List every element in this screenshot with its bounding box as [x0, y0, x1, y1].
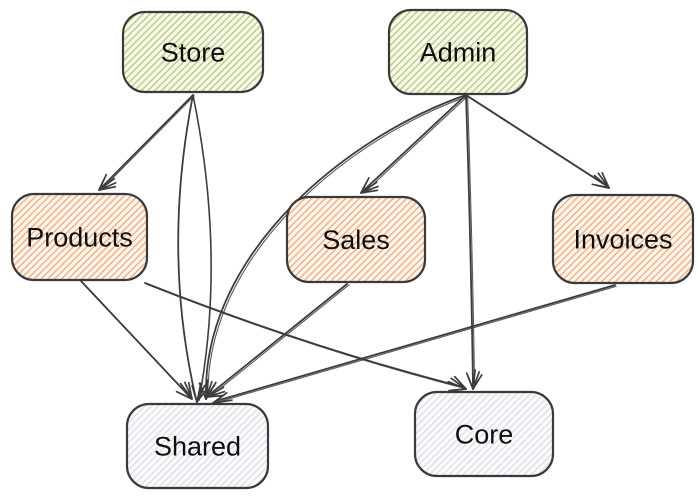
edge-store-products	[98, 94, 195, 191]
arrowhead-icon	[206, 381, 226, 398]
node-shared-label: Shared	[154, 432, 241, 462]
edge-store-shared	[177, 94, 212, 403]
node-products: Products	[10, 192, 149, 282]
edge-products-shared	[79, 279, 193, 400]
node-store-label: Store	[161, 38, 226, 68]
arrowhead-icon	[360, 176, 379, 194]
node-invoices-label: Invoices	[573, 225, 672, 255]
arrowhead-icon	[98, 173, 117, 191]
arrowhead-icon	[591, 171, 610, 189]
edge-products-core	[144, 282, 467, 392]
node-admin: Admin	[387, 8, 529, 96]
node-invoices: Invoices	[551, 193, 695, 285]
arrowhead-icon	[447, 375, 467, 392]
node-store: Store	[121, 10, 265, 94]
arrowhead-icon	[465, 369, 483, 390]
edge-admin-sales	[360, 94, 469, 194]
node-shared: Shared	[125, 402, 270, 490]
node-core-label: Core	[455, 420, 514, 450]
node-core: Core	[413, 390, 555, 478]
node-admin-label: Admin	[420, 38, 497, 68]
node-products-label: Products	[26, 223, 133, 253]
edge-admin-core	[465, 94, 483, 390]
edge-sales-shared	[206, 283, 350, 398]
edge-admin-invoices	[465, 94, 610, 189]
arrowhead-icon	[175, 381, 193, 400]
edge-invoices-shared	[212, 284, 617, 409]
node-sales: Sales	[285, 195, 427, 284]
node-sales-label: Sales	[322, 225, 390, 255]
